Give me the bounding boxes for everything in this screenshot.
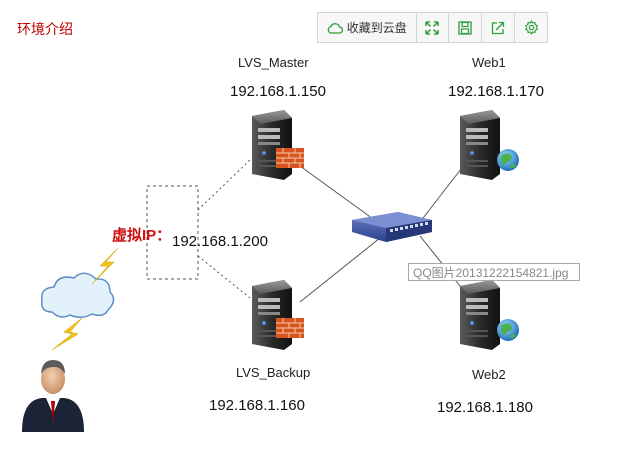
save-icon xyxy=(458,20,472,35)
virtual-ip-address: 192.168.1.200 xyxy=(172,233,268,250)
virtual-ip-label: 虚拟IP： xyxy=(112,227,172,244)
web2-ip: 192.168.1.180 xyxy=(437,399,533,416)
lvs-master-name: LVS_Master xyxy=(238,55,309,70)
share-button[interactable] xyxy=(482,13,516,42)
lvs-master-ip: 192.168.1.150 xyxy=(230,83,326,100)
fullscreen-button[interactable] xyxy=(417,13,450,42)
image-toolbar: 收藏到云盘 xyxy=(317,12,548,43)
lightning-bolt-icon xyxy=(51,317,83,351)
lightning-bolt-icon xyxy=(91,247,119,285)
save-to-cloud-label: 收藏到云盘 xyxy=(346,21,407,35)
cloud-icon xyxy=(327,22,343,34)
save-to-cloud-button[interactable]: 收藏到云盘 xyxy=(318,13,417,42)
fullscreen-icon xyxy=(425,20,440,35)
web2-server xyxy=(460,280,519,350)
vip-box xyxy=(146,185,199,280)
lvs-backup-server xyxy=(252,280,305,350)
internet-cloud xyxy=(40,272,115,318)
lvs-master-server xyxy=(252,110,305,180)
share-icon xyxy=(492,21,505,34)
save-button[interactable] xyxy=(449,13,483,42)
user-avatar xyxy=(22,360,84,432)
lvs-backup-name: LVS_Backup xyxy=(236,365,311,380)
web1-server xyxy=(460,110,519,180)
web1-ip: 192.168.1.170 xyxy=(448,83,544,100)
page-title: 环境介绍 xyxy=(17,21,73,37)
settings-button[interactable] xyxy=(515,13,547,42)
image-tooltip: QQ图片20131222154821.jpg xyxy=(408,263,580,281)
lvs-backup-ip: 192.168.1.160 xyxy=(209,397,305,414)
settings-icon xyxy=(524,20,538,35)
web2-name: Web2 xyxy=(472,367,506,382)
web1-name: Web1 xyxy=(472,55,506,70)
network-switch xyxy=(352,212,432,242)
